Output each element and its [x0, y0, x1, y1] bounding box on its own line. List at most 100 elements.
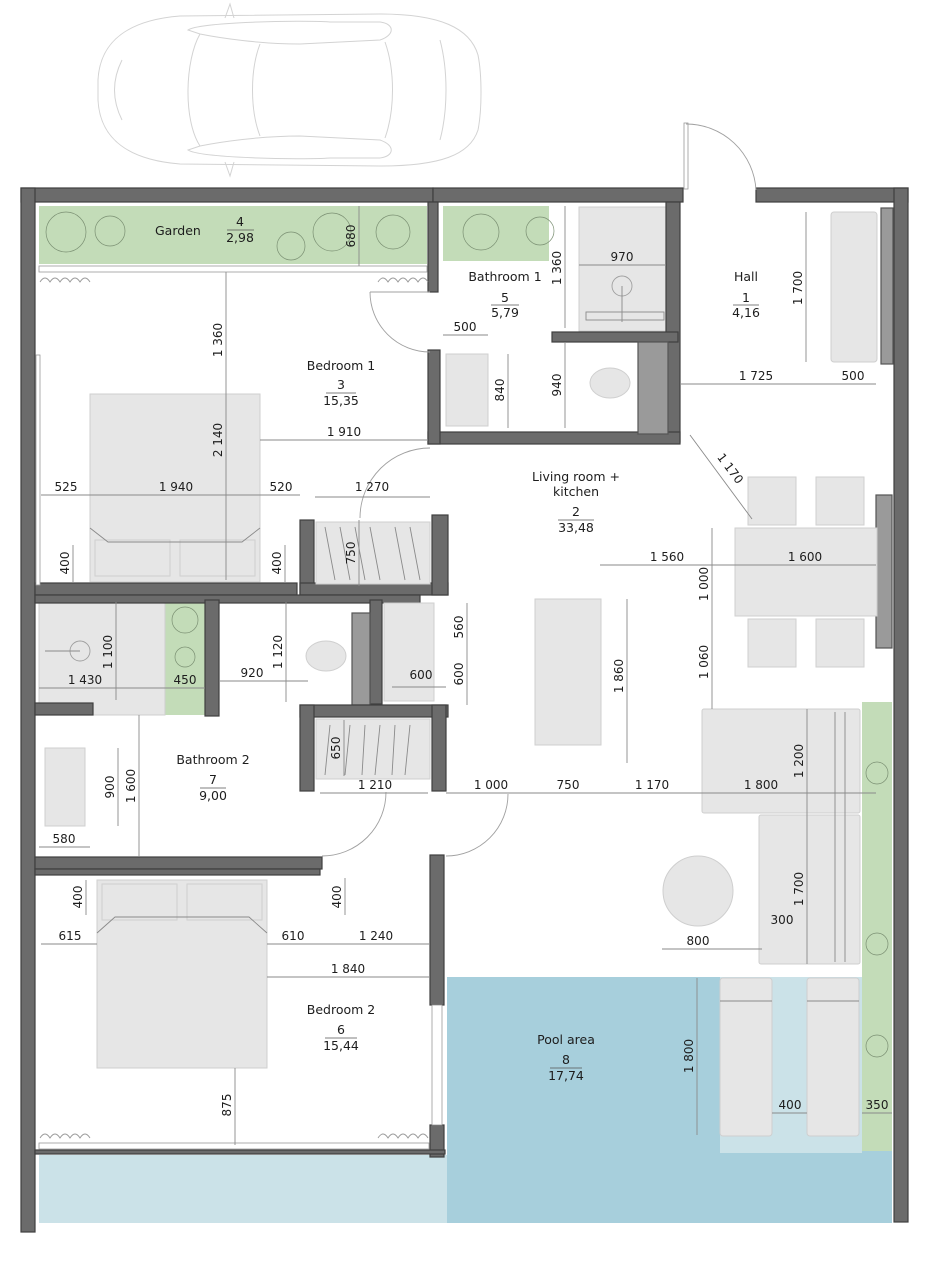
bedroom1-sliding-window[interactable]: [38, 265, 429, 283]
room-number-pool: 8: [562, 1052, 570, 1067]
room-number-hall: 1: [742, 290, 750, 305]
bedroom2-door[interactable]: [445, 793, 509, 857]
dim: 525: [55, 480, 78, 494]
dim: 1 800: [682, 1039, 696, 1073]
bath1-toilet: [589, 367, 631, 399]
room-area-bathroom1: 5,79: [491, 305, 519, 320]
dim: 970: [611, 250, 634, 264]
dim: 1 060: [697, 645, 711, 679]
pool-lounger-2: [806, 977, 860, 1137]
dim: 940: [550, 374, 564, 397]
dim: 1 430: [68, 673, 102, 687]
wardrobe-1: [315, 521, 431, 585]
dim: 400: [270, 552, 284, 575]
dim: 500: [842, 369, 865, 383]
bath1-shower: [578, 206, 667, 332]
dim: 1 910: [327, 425, 361, 439]
bath2-tub: [44, 747, 86, 827]
bedroom1-door[interactable]: [369, 291, 431, 353]
dim: 1 860: [612, 659, 626, 693]
room-name-bedroom1: Bedroom 1: [307, 358, 375, 373]
dim: 2 140: [211, 423, 225, 457]
dim: 920: [241, 666, 264, 680]
room-name-living-line2: kitchen: [553, 484, 599, 499]
dim: 1 700: [791, 271, 805, 305]
pool-terrace-bedroom: [39, 1155, 449, 1223]
wardrobe1-door[interactable]: [359, 447, 431, 519]
kitchen-island: [534, 598, 602, 746]
dim: 1 210: [358, 778, 392, 792]
bed-2: [96, 879, 268, 1069]
room-name-living-line1: Living room +: [532, 469, 620, 484]
bedroom1-side-window[interactable]: [35, 354, 41, 586]
plant-icon: [45, 211, 889, 1058]
dim: 500: [454, 320, 477, 334]
dim: 1 270: [355, 480, 389, 494]
dim: 1 800: [744, 778, 778, 792]
room-name-garden: Garden: [155, 223, 201, 238]
pool-lounger-1: [719, 977, 773, 1137]
dim: 750: [557, 778, 580, 792]
bath2-toilet: [305, 640, 347, 672]
wardrobe-2: [315, 718, 431, 780]
dim: 1 560: [650, 550, 684, 564]
dim: 1 360: [550, 251, 564, 285]
dim: 1 360: [211, 323, 225, 357]
room-name-bathroom2: Bathroom 2: [176, 752, 249, 767]
dining-set: [734, 476, 878, 668]
entry-door[interactable]: [683, 122, 757, 191]
dim: 680: [344, 225, 358, 248]
dim: 900: [103, 776, 117, 799]
bath2-door[interactable]: [321, 791, 387, 857]
dim: 400: [58, 552, 72, 575]
bedroom2-sliding-window[interactable]: [38, 1133, 430, 1150]
dim: 610: [282, 929, 305, 943]
sofa: [701, 708, 861, 965]
dim: 875: [220, 1094, 234, 1117]
bedroom2-side-window[interactable]: [431, 1004, 443, 1126]
dim: 1 600: [788, 550, 822, 564]
coffee-table: [662, 855, 734, 927]
dim: 1 700: [792, 872, 806, 906]
dim: 300: [771, 913, 794, 927]
room-name-bathroom1: Bathroom 1: [468, 269, 541, 284]
room-number-bedroom2: 6: [337, 1022, 345, 1037]
dim: 840: [493, 379, 507, 402]
dim: 520: [270, 480, 293, 494]
kitchen-counter: [383, 602, 435, 702]
dim: 1 000: [697, 567, 711, 601]
car-icon: [97, 2, 482, 178]
dim: 1 120: [271, 635, 285, 669]
dim: 1 840: [331, 962, 365, 976]
dim: 1 170: [635, 778, 669, 792]
room-number-living: 2: [572, 504, 580, 519]
bath1-planter: [443, 206, 549, 261]
room-area-hall: 4,16: [732, 305, 760, 320]
room-area-bedroom1: 15,35: [323, 393, 359, 408]
dim: 800: [687, 934, 710, 948]
walls: [20, 187, 909, 1233]
room-number-bedroom1: 3: [337, 377, 345, 392]
dim: 615: [59, 929, 82, 943]
living-planter: [862, 702, 892, 950]
bed-1: [89, 393, 261, 583]
dim: 750: [344, 542, 358, 565]
dim: 1 000: [474, 778, 508, 792]
bath1-vanity: [445, 353, 489, 427]
dim: 600: [410, 668, 433, 682]
room-number-bathroom2: 7: [209, 772, 217, 787]
dim: 1 170: [714, 451, 746, 487]
garden-area: [39, 206, 427, 264]
room-name-hall: Hall: [734, 269, 758, 284]
hall-cabinet: [880, 207, 894, 365]
dim: 600: [452, 663, 466, 686]
bath2-planter: [165, 603, 205, 715]
dimension-lines: [39, 206, 892, 1145]
room-area-pool: 17,74: [548, 1068, 584, 1083]
room-name-bedroom2: Bedroom 2: [307, 1002, 375, 1017]
room-area-garden: 2,98: [226, 230, 254, 245]
room-number-bathroom1: 5: [501, 290, 509, 305]
dim: 350: [866, 1098, 889, 1112]
dim: 560: [452, 616, 466, 639]
